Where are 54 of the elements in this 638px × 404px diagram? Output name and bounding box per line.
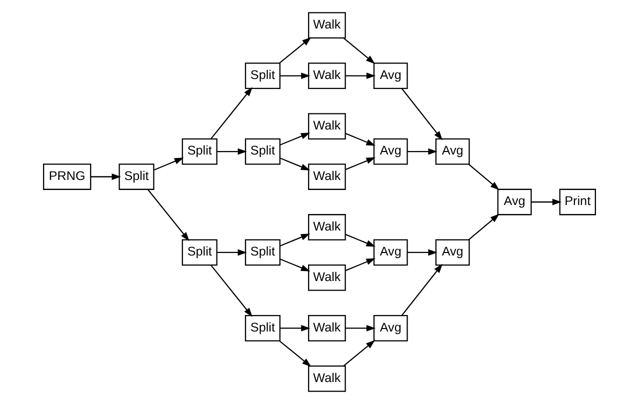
arrow — [210, 87, 252, 140]
node-box: PRNG — [42, 164, 91, 190]
node-box: Split — [244, 239, 280, 266]
node-box: Walk — [308, 164, 346, 190]
node-box: Avg — [372, 62, 408, 89]
arrow — [147, 189, 189, 242]
arrow — [279, 234, 310, 246]
arrow — [468, 214, 499, 240]
arrow — [278, 37, 311, 64]
arrow — [400, 88, 442, 140]
node-box: Split — [181, 239, 217, 266]
arrow — [279, 258, 310, 272]
node-box: Walk — [308, 365, 346, 392]
node-box: Walk — [308, 62, 346, 89]
arrow — [406, 249, 437, 256]
node-box: Walk — [308, 214, 346, 240]
arrow — [280, 72, 310, 80]
arrow — [344, 258, 375, 272]
node-box: Avg — [496, 188, 532, 216]
arrow — [344, 132, 375, 146]
node-box: Avg — [434, 239, 470, 266]
arrow — [345, 72, 376, 80]
node-box: Avg — [372, 239, 408, 266]
arrow — [530, 198, 562, 206]
arrow — [406, 148, 437, 155]
arrow — [279, 158, 310, 170]
node-box: Walk — [308, 12, 346, 39]
node-box: Split — [244, 138, 280, 165]
arrow — [345, 324, 376, 332]
node-box: Avg — [372, 315, 408, 342]
arrow — [279, 132, 310, 146]
node-box: Split — [118, 164, 154, 190]
node-box: Walk — [308, 264, 346, 291]
node-box: Print — [558, 188, 596, 216]
arrow — [342, 38, 375, 64]
node-box: Avg — [372, 138, 408, 165]
arrow — [278, 340, 311, 367]
arrow — [216, 148, 246, 155]
node-box: Split — [244, 62, 280, 89]
node-box: Avg — [434, 138, 470, 165]
arrow — [280, 324, 310, 332]
node-box: Split — [244, 315, 280, 342]
arrow — [400, 264, 442, 316]
arrow — [210, 264, 252, 317]
node-box: Walk — [308, 113, 346, 140]
arrow — [342, 340, 375, 366]
arrow — [216, 249, 246, 256]
node-box: Walk — [308, 315, 346, 342]
arrow — [344, 234, 375, 247]
arrow — [90, 174, 120, 180]
arrow — [153, 158, 184, 171]
arrow — [344, 157, 375, 170]
node-box: Split — [181, 138, 217, 165]
arrow — [468, 164, 499, 190]
